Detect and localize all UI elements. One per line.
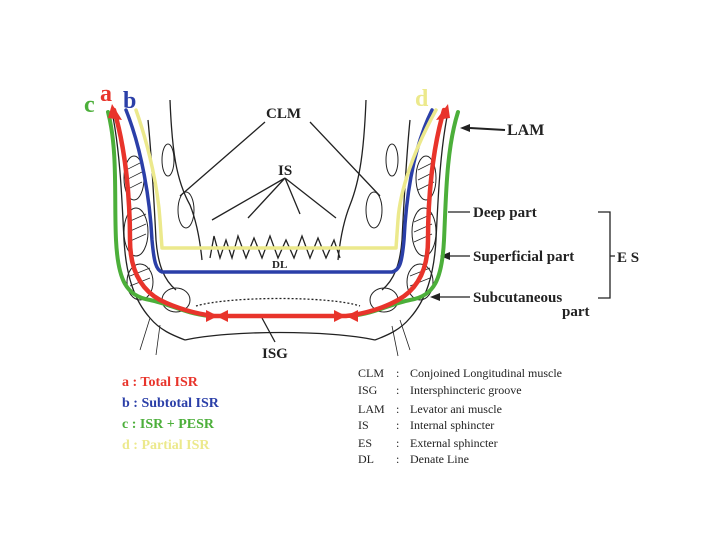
- path-letter-c: c: [84, 92, 95, 118]
- anatomy-drawing: [111, 99, 615, 357]
- path-letters: c a b d: [84, 81, 429, 118]
- abbr-key: ISG: [358, 383, 378, 397]
- legend-text-b: b : Subtotal ISR: [122, 396, 219, 411]
- abbr-meaning: Internal sphincter: [410, 418, 495, 432]
- abbr-meaning: Intersphincteric groove: [410, 383, 522, 397]
- label-clm: CLM: [266, 106, 301, 122]
- path-letter-a: a: [100, 81, 112, 107]
- abbr-sep: :: [396, 402, 400, 416]
- abbr-row-lam: LAM: Levator ani muscle: [358, 401, 502, 418]
- label-isg: ISG: [262, 346, 288, 362]
- path-letter-d: d: [415, 86, 429, 112]
- abbr-meaning: Denate Line: [410, 452, 469, 466]
- path-a-total-isr: [111, 107, 447, 319]
- right-lumen-wall: [337, 99, 367, 261]
- abbr-key: CLM: [358, 366, 385, 380]
- abbr-sep: :: [396, 383, 400, 397]
- es-bracket: [598, 211, 615, 299]
- is-leader-lines: [211, 177, 337, 221]
- abbr-row-isg: ISG: Intersphincteric groove: [358, 382, 522, 399]
- right-sphincter-blocks: [365, 143, 437, 313]
- abbr-key: LAM: [358, 402, 385, 416]
- abbr-row-dl: DL: Denate Line: [358, 451, 469, 468]
- abbr-key: ES: [358, 436, 373, 450]
- left-lumen-wall: [169, 99, 203, 261]
- clm-leader-lines: [179, 121, 381, 197]
- right-outer-wall: [374, 111, 449, 341]
- label-subcutaneous: Subcutaneous: [473, 290, 562, 306]
- anatomy-labels: CLM IS LAM Deep part Superficial part E …: [262, 106, 639, 362]
- path-d-partial-isr: [134, 108, 438, 250]
- label-subcutaneous-part: part: [562, 304, 590, 320]
- legend-text-d: d : Partial ISR: [122, 438, 210, 453]
- legend-text-c: c : ISR + PESR: [122, 417, 214, 432]
- label-is: IS: [278, 163, 292, 179]
- legend-item-c: c : ISR + PESR: [122, 415, 214, 435]
- abbr-meaning: Levator ani muscle: [410, 402, 502, 416]
- abbr-sep: :: [396, 452, 400, 466]
- abbr-key: IS: [358, 418, 369, 432]
- abbr-meaning: External sphincter: [410, 436, 498, 450]
- abbr-row-clm: CLM: Conjoined Longitudinal muscle: [358, 365, 562, 382]
- path-a-arrowheads: [108, 104, 450, 322]
- legend-text-a: a : Total ISR: [122, 375, 198, 390]
- abbr-sep: :: [396, 366, 400, 380]
- abbr-meaning: Conjoined Longitudinal muscle: [410, 366, 562, 380]
- left-inner-wall: [147, 119, 177, 291]
- muscle-hatching: [125, 161, 435, 287]
- abbr-sep: :: [396, 436, 400, 450]
- label-dl: DL: [272, 259, 287, 271]
- path-b-subtotal-isr: [124, 108, 434, 274]
- anal-verge: [195, 297, 361, 307]
- isg-leader: [261, 317, 276, 343]
- abbr-row-is: IS: Internal sphincter: [358, 417, 494, 434]
- path-letter-b: b: [123, 88, 136, 114]
- lam-arrow: [469, 127, 506, 131]
- legend-item-a: a : Total ISR: [122, 373, 198, 393]
- label-deep-part: Deep part: [473, 205, 537, 221]
- label-lam: LAM: [507, 122, 544, 139]
- legend-item-b: b : Subtotal ISR: [122, 394, 219, 414]
- abbr-sep: :: [396, 418, 400, 432]
- mucosal-folds: [209, 233, 341, 261]
- abbr-row-es: ES: External sphincter: [358, 435, 498, 452]
- resection-paths: [106, 104, 460, 322]
- left-sphincter-blocks: [123, 143, 195, 313]
- abbr-key: DL: [358, 452, 374, 466]
- label-superficial-part: Superficial part: [473, 249, 574, 265]
- legend-item-d: d : Partial ISR: [122, 436, 210, 456]
- perianal-skin: [184, 331, 376, 341]
- lower-strands: [139, 317, 411, 357]
- left-outer-wall: [111, 111, 186, 341]
- right-inner-wall: [381, 119, 411, 291]
- label-es: E S: [617, 250, 639, 266]
